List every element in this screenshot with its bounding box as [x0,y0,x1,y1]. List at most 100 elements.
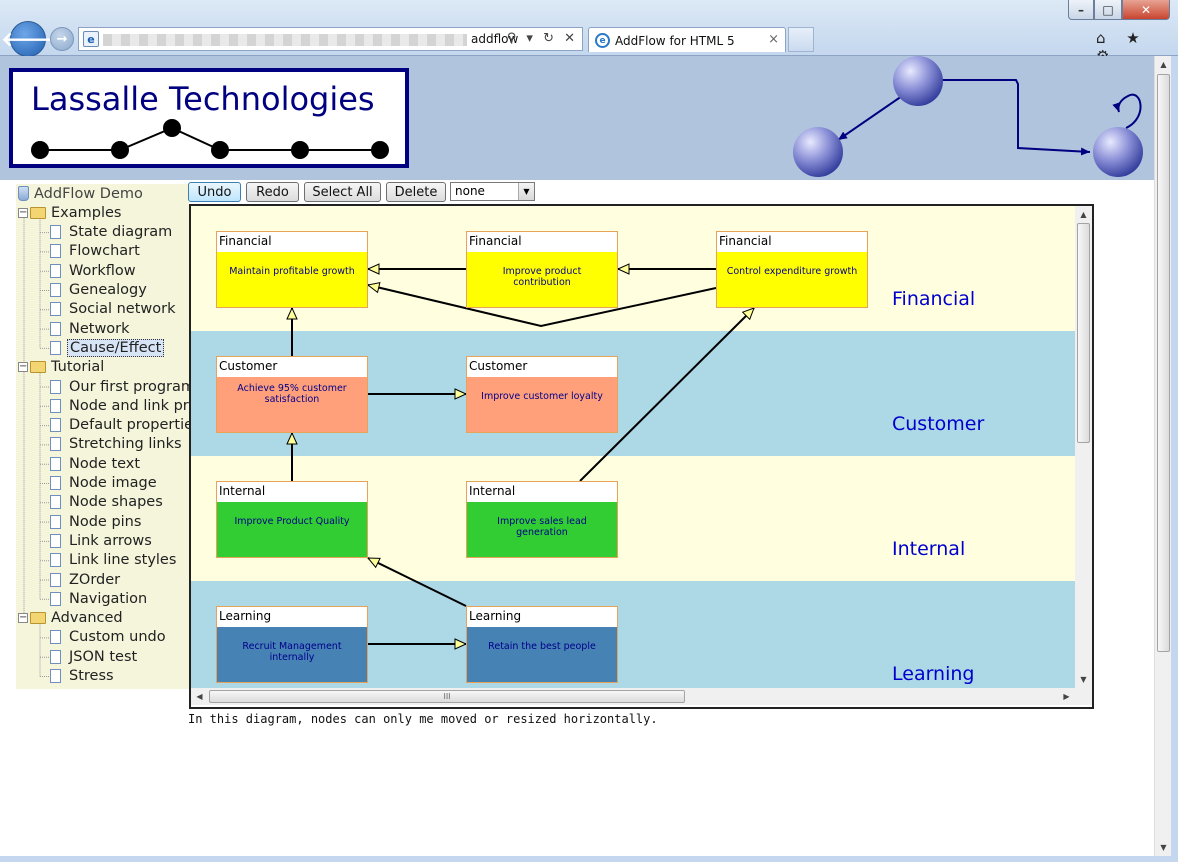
tree-item-cause-effect[interactable]: Cause/Effect [50,338,165,357]
tree-root[interactable]: AddFlow Demo [18,184,145,203]
tree-item-label: ZOrder [69,571,121,588]
tree-item-custom-undo[interactable]: Custom undo [50,628,168,647]
tree-item-node-image[interactable]: Node image [50,474,159,493]
tree-item-social-network[interactable]: Social network [50,300,177,319]
new-tab-button[interactable] [788,27,814,52]
tree-item-label: Stress [69,668,114,684]
tree-item-node-text[interactable]: Node text [50,454,142,473]
lane-label: Customer [892,413,985,435]
tree-item-json-test[interactable]: JSON test [50,647,139,666]
tree-item-label: Node image [69,475,157,491]
tree-group-examples[interactable]: −Examples [18,203,123,222]
tree-item-node-shapes[interactable]: Node shapes [50,493,165,512]
tree-group-label: Tutorial [51,359,105,376]
tree-item-label: Node shapes [69,494,163,511]
collapse-toggle-icon[interactable]: − [18,361,28,373]
page-scroll-thumb[interactable] [1157,74,1170,652]
undo-button[interactable]: Undo [188,182,241,202]
scroll-left-icon[interactable]: ◀ [196,692,203,701]
tree-group-tutorial[interactable]: − Tutorial [18,358,106,377]
forward-button[interactable]: → [50,27,74,51]
redo-button[interactable]: Redo [246,182,299,202]
mode-select[interactable]: none ▼ [450,182,535,201]
tab-addflow[interactable]: e AddFlow for HTML 5 × [588,27,786,52]
link-retain-people-to-product-quality[interactable] [368,557,467,607]
tree-item-stretching-links[interactable]: Stretching links [50,435,184,454]
link-sales-lead-to-control-expenditure[interactable] [579,308,754,482]
tree-item-label: Stretching links [69,436,182,453]
scroll-down-icon[interactable]: ▼ [1080,675,1087,684]
diagram-hscroll-thumb[interactable]: III [209,690,685,703]
tree-item-genealogy[interactable]: Genealogy [50,281,149,300]
diagram-horizontal-scrollbar[interactable]: ◀ III ▶ [191,688,1075,705]
scroll-right-icon[interactable]: ▶ [1063,692,1070,701]
node-category: Financial [717,232,867,252]
page-vertical-scrollbar[interactable]: ▲ ▼ [1154,56,1171,856]
tree-item-label: Genealogy [69,282,147,298]
document-icon [50,379,61,394]
window-frame-right [1171,56,1178,862]
forward-arrow-icon: → [56,31,68,47]
tab-close-icon[interactable]: × [768,32,779,47]
tree-item-zorder[interactable]: ZOrder [50,570,122,589]
diagram-vscroll-thumb[interactable] [1077,223,1090,443]
document-icon [50,437,61,452]
minimize-button[interactable]: – [1068,0,1094,20]
collapse-toggle-icon[interactable]: − [18,206,28,218]
logo: Lassalle Technologies [9,68,409,168]
tree-group-advanced[interactable]: −Advanced [18,609,125,628]
page-scroll-up-icon[interactable]: ▲ [1160,60,1167,69]
tree-item-state-diagram[interactable]: State diagram [50,223,174,242]
document-icon [50,225,61,240]
select-all-button[interactable]: Select All [304,182,381,202]
address-bar[interactable]: e addflow ⚲ ▾ ↻ ✕ [78,27,583,51]
collapse-toggle-icon[interactable]: − [18,612,28,624]
diagram-links [191,206,1075,688]
delete-button[interactable]: Delete [386,182,446,202]
tree-item-node-pins[interactable]: Node pins [50,512,143,531]
tree-item-node-and-link-properties[interactable]: Node and link properties [50,396,189,415]
tree-item-label: Cause/Effect [67,338,165,357]
tree-item-link-line-styles[interactable]: Link line styles [50,551,178,570]
address-bar-icons[interactable]: ⚲ ▾ ↻ ✕ [506,31,578,46]
document-icon [50,514,61,529]
document-icon [50,283,61,297]
tree-item-workflow[interactable]: Workflow [50,261,138,280]
page-scroll-down-icon[interactable]: ▼ [1160,843,1167,852]
close-window-button[interactable]: ✕ [1122,0,1170,20]
link-control-expenditure-to-maintain-profitable-growth[interactable] [368,285,717,328]
tree-item-label: Custom undo [69,629,166,646]
diagram-vertical-scrollbar[interactable]: ▲ ▼ [1075,206,1092,688]
node-category: Internal [217,482,367,502]
document-icon [50,649,61,664]
browser-chrome: 🡐 → e addflow ⚲ ▾ ↻ ✕ e AddFlow for HTML… [0,0,1178,65]
document-icon [50,630,61,645]
tree-item-flowchart[interactable]: Flowchart [50,242,142,261]
diagram-caption: In this diagram, nodes can only me moved… [188,712,658,726]
node-text: Maintain profitable growth [217,252,367,307]
back-button[interactable]: 🡐 [1,21,55,57]
maximize-button[interactable]: □ [1094,0,1122,20]
tree-item-our-first-program[interactable]: Our first program [50,377,189,396]
tree-item-stress[interactable]: Stress [50,667,116,686]
tree-item-navigation[interactable]: Navigation [50,589,149,608]
tree-item-default-properties[interactable]: Default properties [50,416,189,435]
tree-item-label: Social network [69,301,176,318]
node-text: Improve Product Quality [217,502,367,557]
tree-item-network[interactable]: Network [50,319,132,338]
scroll-up-icon[interactable]: ▲ [1080,210,1087,219]
tree-item-link-arrows[interactable]: Link arrows [50,531,154,550]
chevron-down-icon: ▼ [518,183,534,200]
